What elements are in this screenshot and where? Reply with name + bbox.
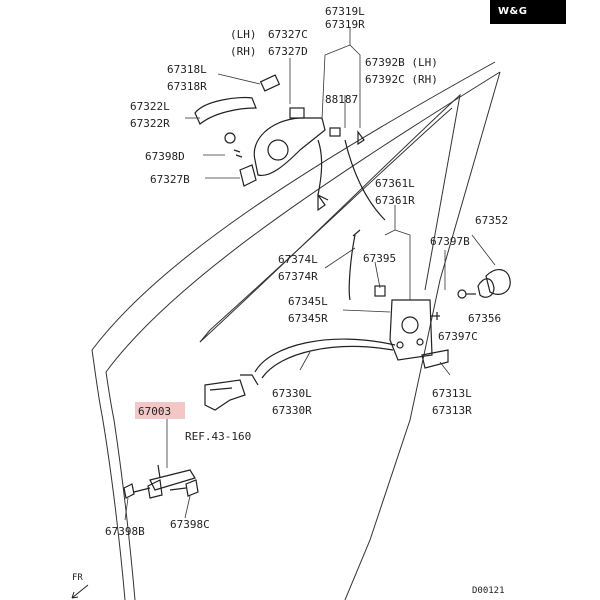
label-67318l: 67318L [167, 63, 207, 76]
label-67330r: 67330R [272, 404, 312, 417]
front-arrow-icon [71, 584, 89, 599]
label-67345l: 67345L [288, 295, 328, 308]
label-67327c: 67327C [268, 28, 308, 41]
rods-cables [240, 139, 396, 386]
label-67397b: 67397B [430, 235, 470, 248]
label-67313r: 67313R [432, 404, 472, 417]
label-rh: (RH) [230, 45, 257, 58]
label-fr: FR [72, 573, 83, 583]
label-67395: 67395 [363, 252, 396, 265]
label-67398d: 67398D [145, 150, 185, 163]
label-67398c: 67398C [170, 518, 210, 531]
label-67397c: 67397C [438, 330, 478, 343]
label-67398b: 67398B [105, 525, 145, 538]
label-67322l: 67322L [130, 100, 170, 113]
label-67322r: 67322R [130, 117, 170, 130]
label-67319l: 67319L [325, 5, 365, 18]
label-67374r: 67374R [278, 270, 318, 283]
door-outline [91, 61, 501, 600]
label-67318r: 67318R [167, 80, 207, 93]
label-67374l: 67374L [278, 253, 318, 266]
brand-logo-text: W&G [498, 6, 528, 17]
label-67345r: 67345R [288, 312, 328, 325]
part-highlight [135, 402, 185, 419]
label-67327d: 67327D [268, 45, 308, 58]
outside-handle [194, 74, 365, 212]
part-labels: 67319L 67319R (LH) (RH) 67327C 67327D 67… [72, 5, 508, 596]
label-67361r: 67361R [375, 194, 415, 207]
label-67330l: 67330L [272, 387, 312, 400]
label-88187: 88187 [325, 93, 358, 106]
label-67327b: 67327B [150, 173, 190, 186]
label-lh: (LH) [230, 28, 257, 41]
latch-assembly [374, 285, 449, 369]
brand-logo: W&G [490, 0, 566, 24]
diagram-code: D00121 [472, 586, 505, 596]
label-67392c: 67392C (RH) [365, 73, 438, 86]
label-67352: 67352 [475, 214, 508, 227]
leader-lines [124, 27, 496, 521]
label-67392b: 67392B (LH) [365, 56, 438, 69]
label-67319r: 67319R [325, 18, 365, 31]
striker-parts [457, 269, 511, 299]
label-67356: 67356 [468, 312, 501, 325]
label-ref: REF.43-160 [185, 430, 251, 443]
label-67313l: 67313L [432, 387, 472, 400]
label-67361l: 67361L [375, 177, 415, 190]
label-67003: 67003 [138, 405, 171, 418]
inside-handle [204, 379, 246, 411]
door-check [123, 464, 199, 499]
